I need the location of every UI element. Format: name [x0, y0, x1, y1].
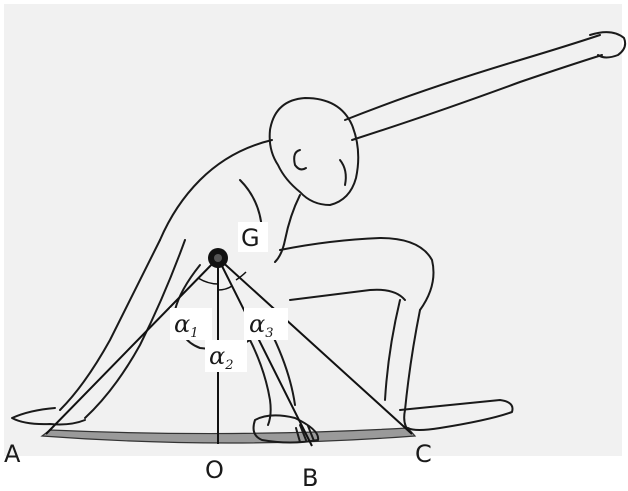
label-point-O: O [205, 456, 224, 484]
label-point-C: C [415, 440, 432, 468]
alpha-2-symbol: α [209, 342, 225, 370]
alpha-1-subscript: 1 [190, 326, 198, 341]
label-point-B: B [302, 464, 318, 491]
alpha-1-symbol: α [174, 310, 190, 338]
label-point-G: G [241, 224, 260, 252]
drawing-area [4, 4, 622, 456]
alpha-3-symbol: α [249, 310, 265, 338]
label-point-A: A [4, 440, 21, 468]
alpha-2-subscript: 2 [224, 358, 233, 373]
center-of-gravity-marker [208, 248, 228, 268]
alpha-3-subscript: 3 [265, 326, 273, 341]
